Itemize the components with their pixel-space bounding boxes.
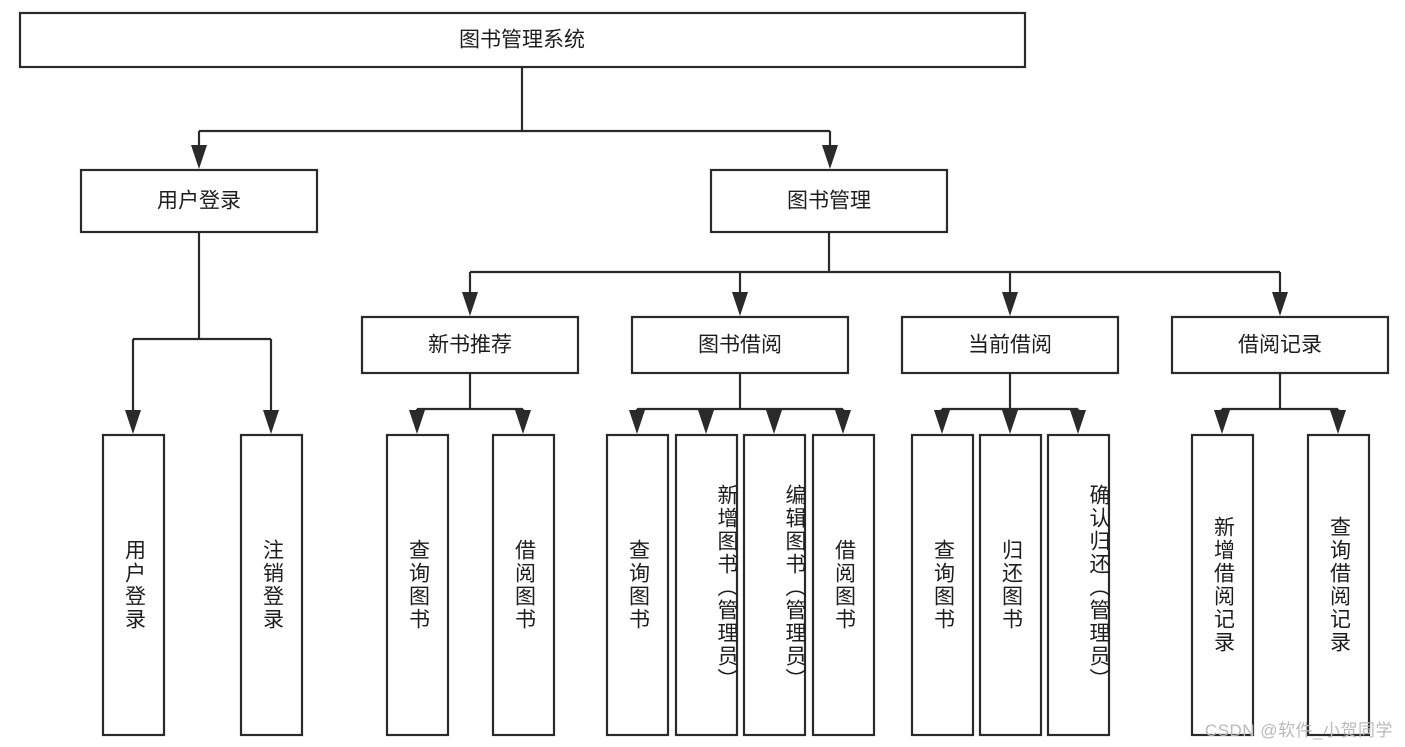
arrow-head-icon: [515, 410, 531, 434]
node-book-borrow[interactable]: 图书借阅: [630, 315, 850, 375]
node-user-login[interactable]: 用户登录: [79, 168, 319, 234]
arrow-head-icon: [934, 410, 950, 434]
arrow-head-icon: [698, 410, 714, 434]
user-login-label: 用户登录: [157, 190, 241, 213]
book-borrow-label: 图书借阅: [698, 334, 782, 357]
leaf-box-add-record[interactable]: [1190, 433, 1255, 737]
arrow-head-icon: [835, 410, 851, 434]
arrow-head-icon: [822, 145, 838, 169]
leaf-box-query-book-3[interactable]: [910, 433, 975, 737]
connector-new-book-recommend-to-leaves: [409, 373, 531, 434]
leaf-box-borrow-book-1[interactable]: [491, 433, 556, 737]
leaf-box-user-logout[interactable]: [239, 433, 304, 737]
node-new-book-recommend[interactable]: 新书推荐: [360, 315, 580, 375]
connector-root-to-level2: [191, 67, 838, 169]
arrow-head-icon: [1330, 410, 1346, 434]
arrow-head-icon: [1070, 410, 1086, 434]
arrow-head-icon: [1002, 292, 1018, 316]
leaf-box-user-login[interactable]: [101, 433, 166, 737]
node-book-manage[interactable]: 图书管理: [709, 168, 949, 234]
current-borrow-box[interactable]: [900, 315, 1120, 375]
leaf-box-edit-book[interactable]: [742, 433, 807, 737]
arrow-head-icon: [263, 410, 279, 434]
leaf-box-query-book-2[interactable]: [605, 433, 670, 737]
arrow-head-icon: [462, 292, 478, 316]
node-root[interactable]: 图书管理系统: [18, 11, 1027, 69]
leaf-box-query-record[interactable]: [1306, 433, 1371, 737]
connector-book-borrow-to-leaves: [629, 373, 851, 434]
leaf-box-borrow-book-2[interactable]: [811, 433, 876, 737]
connector-current-borrow-to-leaves: [934, 373, 1086, 434]
leaf-box-confirm-return[interactable]: [1046, 433, 1111, 737]
watermark-text: CSDN @软件_小贺同学: [1204, 721, 1393, 740]
arrow-head-icon: [125, 410, 141, 434]
new-book-recommend-box[interactable]: [360, 315, 580, 375]
borrow-record-label: 借阅记录: [1238, 334, 1322, 357]
new-book-recommend-label: 新书推荐: [428, 334, 512, 357]
connector-user-login-to-leaves: [125, 232, 279, 434]
connector-book-manage-to-level3: [462, 232, 1288, 316]
node-current-borrow[interactable]: 当前借阅: [900, 315, 1120, 375]
leaf-box-return-book[interactable]: [978, 433, 1043, 737]
root-label: 图书管理系统: [459, 29, 585, 52]
leaf-box-add-book[interactable]: [674, 433, 739, 737]
user-login-box[interactable]: [79, 168, 319, 234]
arrow-head-icon: [409, 410, 425, 434]
root-box[interactable]: [18, 11, 1027, 69]
arrow-head-icon: [766, 410, 782, 434]
connector-borrow-record-to-leaves: [1214, 373, 1346, 434]
current-borrow-label: 当前借阅: [968, 334, 1052, 357]
book-manage-label: 图书管理: [787, 190, 871, 213]
arrow-head-icon: [1272, 292, 1288, 316]
arrow-head-icon: [1002, 410, 1018, 434]
arrow-head-icon: [732, 292, 748, 316]
arrow-head-icon: [191, 145, 207, 169]
leaf-box-query-book-1[interactable]: [385, 433, 450, 737]
node-borrow-record[interactable]: 借阅记录: [1170, 315, 1390, 375]
arrow-head-icon: [1214, 410, 1230, 434]
arrow-head-icon: [629, 410, 645, 434]
